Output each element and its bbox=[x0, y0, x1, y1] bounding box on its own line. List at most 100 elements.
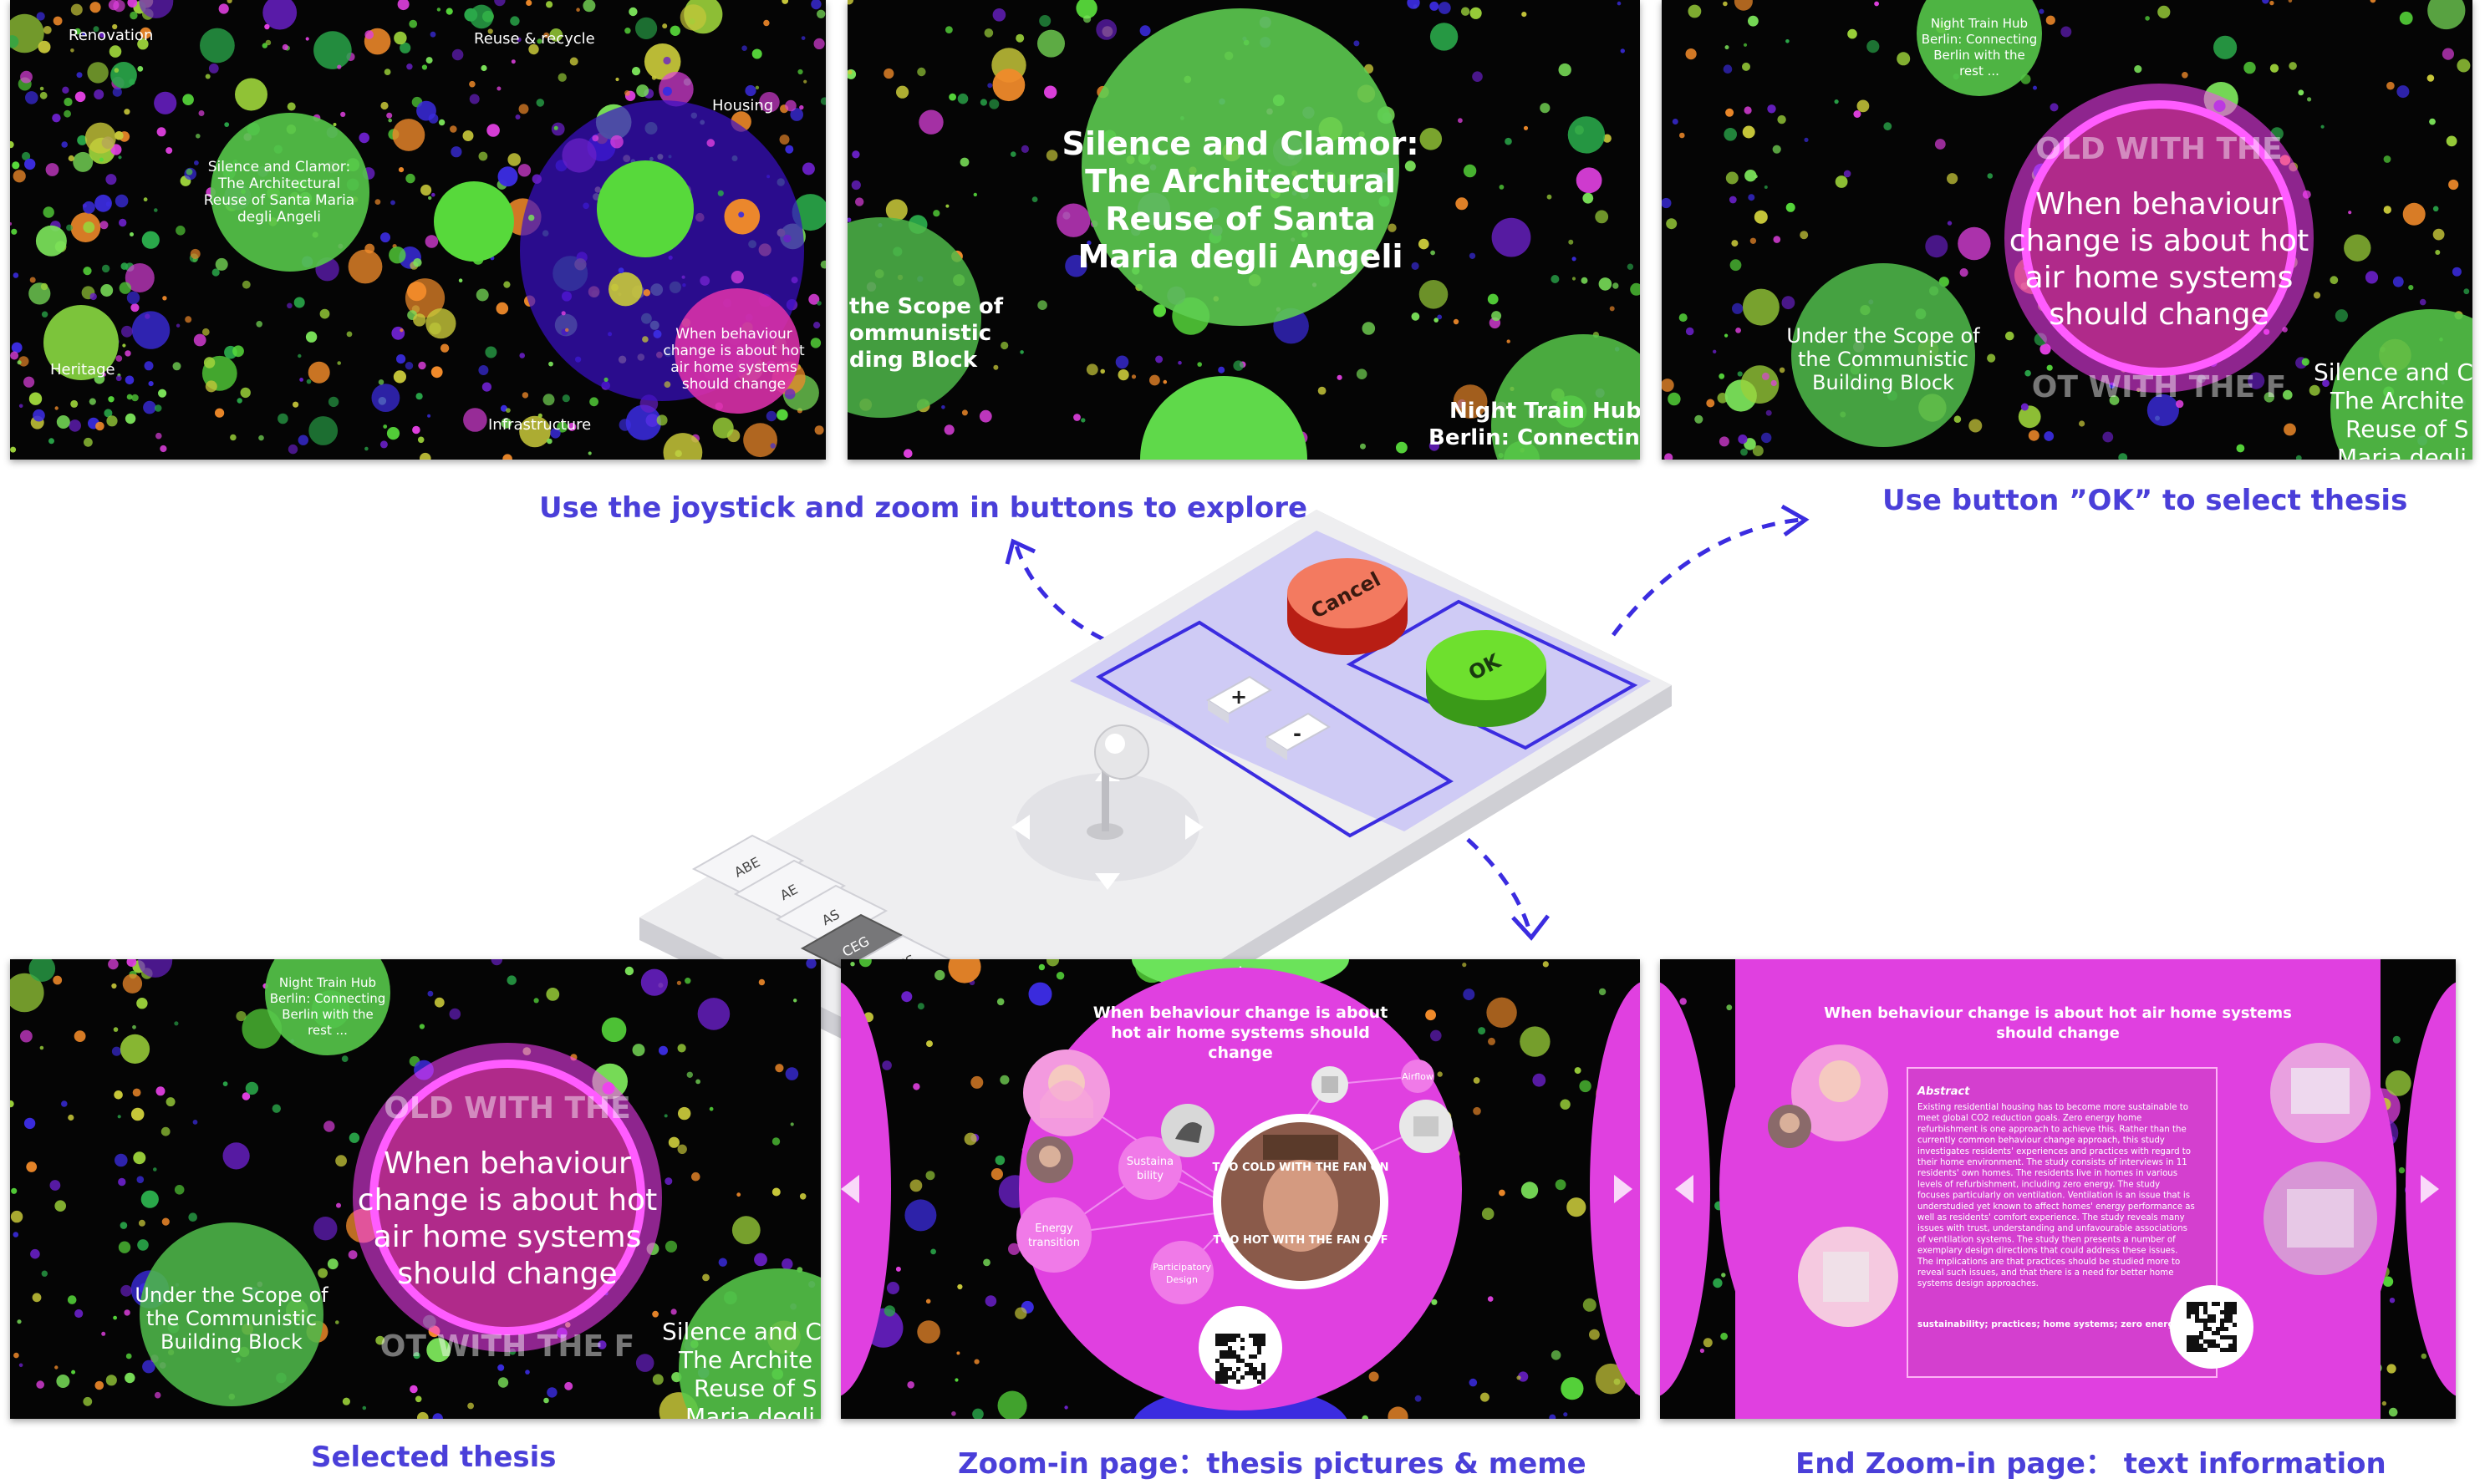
qr-cell bbox=[2224, 1319, 2228, 1323]
qr-cell bbox=[1236, 1359, 1240, 1363]
confetti-dot bbox=[1462, 963, 1467, 968]
tag-participatory-design[interactable]: Participatory Design bbox=[1150, 1241, 1214, 1304]
confetti-dot bbox=[2118, 453, 2128, 460]
nav-right-button[interactable] bbox=[1590, 980, 1640, 1398]
confetti-dot bbox=[2386, 1364, 2396, 1374]
selected-thesis-canvas: OLD WITH THE OT WITH THE F When behaviou… bbox=[10, 959, 821, 1419]
tab-ae[interactable]: AE bbox=[733, 859, 847, 921]
confetti-dot bbox=[491, 959, 502, 966]
confetti-dot bbox=[919, 109, 944, 135]
confetti-dot bbox=[1000, 1075, 1010, 1085]
confetti-dot bbox=[409, 19, 418, 28]
end-qr-code-node[interactable] bbox=[2170, 1285, 2253, 1369]
end-nav-left-button[interactable] bbox=[1660, 980, 1710, 1398]
abstract-line: investigates residents' experiences and … bbox=[1917, 1147, 2191, 1156]
confetti-dot bbox=[313, 31, 352, 69]
confetti-dot bbox=[665, 1177, 673, 1186]
confetti-dot bbox=[61, 141, 68, 148]
confetti-dot bbox=[651, 75, 657, 80]
qr-cell bbox=[1215, 1334, 1220, 1338]
confetti-dot bbox=[1843, 170, 1851, 178]
confetti-dot bbox=[1609, 306, 1615, 312]
confetti-dot bbox=[2243, 61, 2256, 74]
confetti-dot bbox=[743, 423, 777, 458]
confetti-dot bbox=[1752, 445, 1764, 456]
confetti-dot bbox=[397, 0, 410, 11]
confetti-dot bbox=[1086, 363, 1098, 376]
confetti-dot bbox=[1856, 99, 1870, 113]
confetti-dot bbox=[83, 201, 95, 214]
qr-cell bbox=[1220, 1375, 1224, 1380]
confetti-dot bbox=[155, 1086, 165, 1096]
tab-as[interactable]: AS bbox=[775, 884, 889, 946]
confetti-dot bbox=[481, 64, 487, 72]
confetti-dot bbox=[813, 38, 825, 50]
tab-abe[interactable]: ABE bbox=[691, 834, 805, 896]
nav-left-button[interactable] bbox=[841, 980, 891, 1398]
confetti-dot bbox=[18, 1363, 23, 1368]
confetti-dot bbox=[421, 64, 427, 70]
confetti-dot bbox=[23, 1117, 36, 1130]
confetti-dot bbox=[2298, 89, 2304, 96]
confetti-dot bbox=[10, 13, 44, 53]
tag-energy-transition[interactable]: Energy transition bbox=[1016, 1197, 1092, 1273]
confetti-dot bbox=[775, 1064, 784, 1073]
confetti-dot bbox=[2392, 1035, 2401, 1044]
confetti-dot bbox=[663, 433, 703, 460]
silence-partial-l4: Maria degli bbox=[2337, 444, 2467, 460]
night-hub-l2: Berlin: Connecting bbox=[1922, 32, 2038, 47]
confetti-dot bbox=[1433, 318, 1439, 323]
caption-zoom-in: Zoom-in page：thesis pictures & meme bbox=[958, 1447, 1586, 1481]
confetti-dot bbox=[501, 418, 512, 429]
confetti-dot bbox=[400, 328, 404, 333]
qr-cell bbox=[2195, 1344, 2199, 1348]
confetti-dot bbox=[793, 999, 797, 1003]
confetti-dot bbox=[1595, 1363, 1627, 1395]
zoom-out-button[interactable]: - bbox=[1265, 712, 1331, 760]
confetti-dot bbox=[282, 43, 288, 51]
qr-code-node[interactable] bbox=[1199, 1306, 1282, 1390]
cancel-button[interactable]: Cancel bbox=[1287, 558, 1408, 655]
zoom-in-button[interactable]: + bbox=[1206, 675, 1272, 724]
caption-end-zoom: End Zoom-in page： text information bbox=[1795, 1447, 2386, 1481]
tag-sustainability[interactable]: Sustaina bility bbox=[1118, 1136, 1182, 1200]
confetti-dot bbox=[1668, 392, 1681, 406]
tag-energy-l1: Energy bbox=[1035, 1222, 1073, 1235]
confetti-dot bbox=[36, 12, 45, 21]
confetti-dot bbox=[782, 0, 789, 4]
confetti-dot bbox=[1360, 443, 1366, 450]
qr-cell bbox=[2207, 1344, 2212, 1348]
confetti-dot bbox=[2427, 0, 2466, 30]
tag-airflow[interactable]: Airflow bbox=[1401, 1060, 1434, 1093]
qr-cell bbox=[1224, 1338, 1228, 1342]
confetti-dot bbox=[543, 32, 550, 38]
qr-cell bbox=[2220, 1348, 2224, 1352]
confetti-dot bbox=[909, 1179, 923, 1192]
confetti-dot bbox=[158, 389, 167, 398]
confetti-dot bbox=[413, 1352, 420, 1359]
confetti-dot bbox=[375, 1335, 385, 1345]
confetti-dot bbox=[1726, 1004, 1733, 1011]
confetti-dot bbox=[1473, 1077, 1480, 1084]
confetti-dot bbox=[970, 1075, 984, 1089]
confetti-dot bbox=[258, 435, 264, 441]
end-nav-right-button[interactable] bbox=[2406, 980, 2456, 1398]
confetti-dot bbox=[71, 1370, 76, 1375]
caption-explore: Use the joystick and zoom in buttons to … bbox=[539, 491, 1308, 525]
sel-thesis-title-l2: change is about hot bbox=[358, 1183, 657, 1217]
joystick[interactable] bbox=[1011, 724, 1204, 890]
confetti-dot bbox=[1748, 194, 1755, 201]
qr-cell bbox=[1249, 1371, 1253, 1375]
confetti-dot bbox=[568, 422, 577, 431]
meme-node[interactable]: TOO COLD WITH THE FAN ON TOO HOT WITH TH… bbox=[1212, 1114, 1389, 1289]
qr-cell bbox=[2212, 1319, 2216, 1323]
confetti-dot bbox=[589, 397, 598, 407]
ok-button[interactable]: OK bbox=[1426, 630, 1546, 727]
confetti-dot bbox=[11, 342, 23, 353]
confetti-dot bbox=[35, 225, 67, 257]
confetti-dot bbox=[413, 258, 422, 267]
confetti-dot bbox=[652, 1310, 659, 1318]
confetti-dot bbox=[49, 1180, 61, 1191]
confetti-dot bbox=[182, 94, 194, 105]
